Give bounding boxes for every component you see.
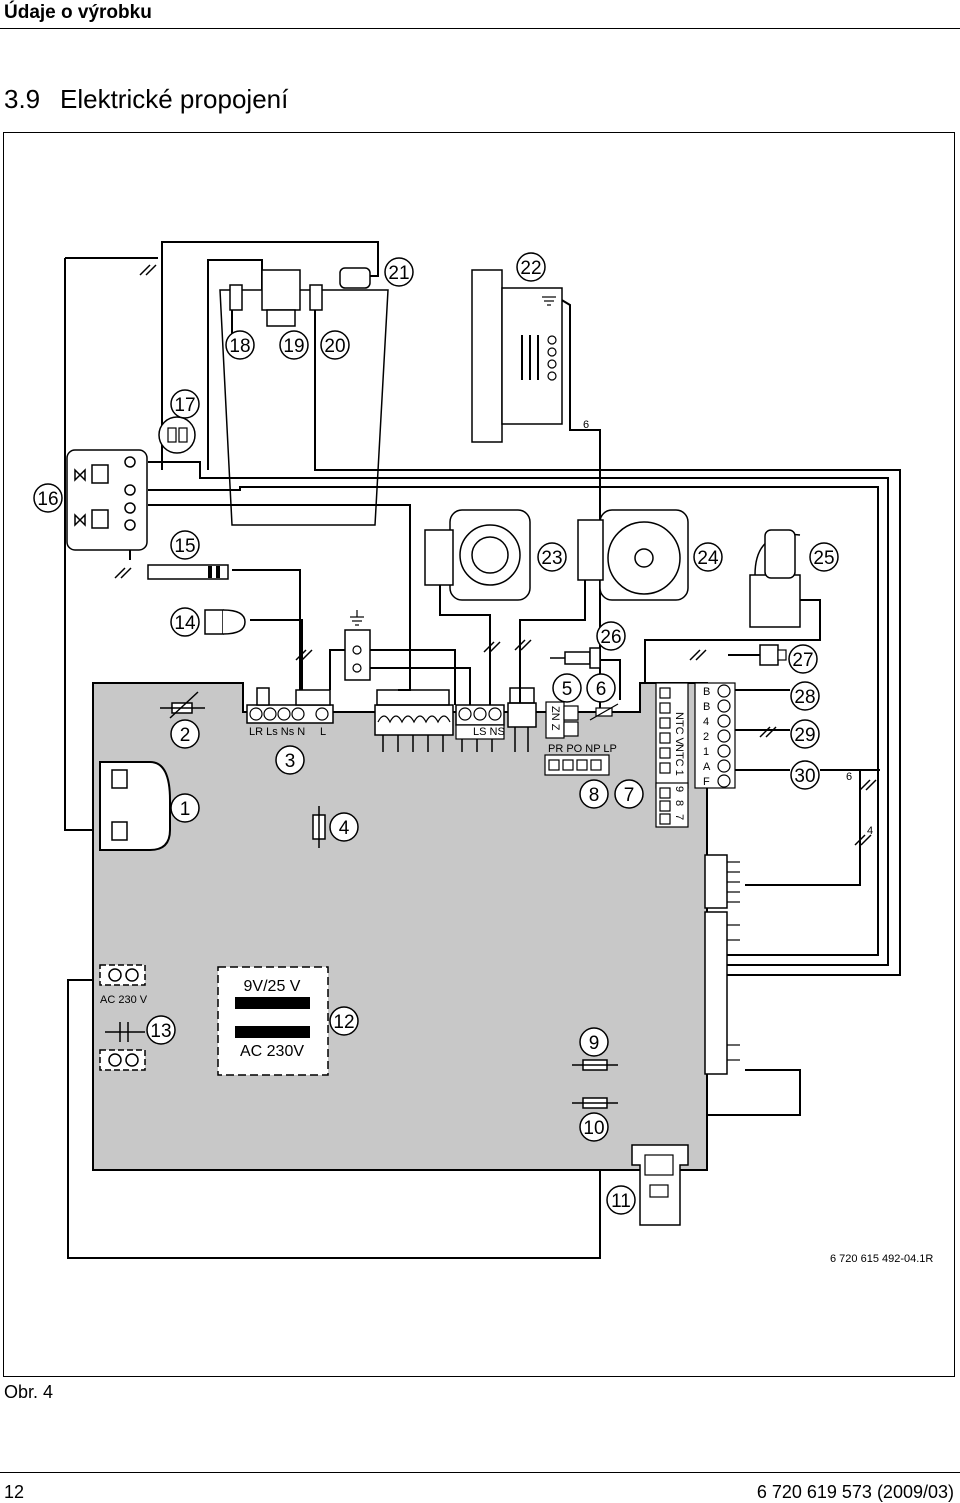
gas-valve-16: [66, 449, 148, 551]
wire-label-4-right: 4: [867, 825, 873, 837]
component-19-body: [219, 289, 389, 526]
callout-29: 29: [794, 725, 815, 746]
callout-25: 25: [813, 548, 834, 569]
transformer-secondary-label: 9V/25 V: [244, 978, 301, 995]
callout-11: 11: [611, 1191, 631, 1212]
terminal-label-zn: ZN Z: [549, 706, 561, 731]
callout-21: 21: [388, 263, 409, 284]
callout-27: 27: [792, 650, 813, 671]
row-label-a: A: [703, 761, 711, 773]
terminal: [111, 769, 128, 789]
row-label-b2: B: [703, 701, 710, 713]
callout-5: 5: [562, 679, 573, 700]
terminal-label-L: L: [320, 726, 326, 738]
callout-2: 2: [180, 725, 191, 746]
document-number: 6 720 619 573 (2009/03): [756, 1482, 954, 1502]
callout-14: 14: [174, 613, 196, 634]
section-header: Údaje o výrobku: [4, 2, 152, 23]
callout-1: 1: [180, 799, 191, 820]
pin-label-7: 7: [673, 814, 685, 820]
fan-22: [471, 269, 503, 443]
section-number: 3.9: [4, 84, 41, 114]
callout-18: 18: [229, 336, 250, 357]
control-board: [92, 682, 708, 1171]
connector-right-top: [704, 854, 728, 909]
transformer-12: [217, 966, 329, 1076]
pin-label-9: 9: [673, 786, 685, 792]
pin-label-8: 8: [673, 800, 685, 806]
transformer-primary-label: AC 230V: [240, 1043, 304, 1060]
callout-16: 16: [37, 489, 58, 510]
wire-label-6-right: 6: [846, 771, 852, 783]
callout-9: 9: [589, 1033, 600, 1054]
connector-small: [507, 702, 537, 728]
wire-label-6-top: 6: [583, 419, 589, 431]
mains-label: AC 230 V: [100, 994, 148, 1006]
component-21: [339, 267, 371, 289]
callout-26: 26: [600, 627, 621, 648]
terminal: [111, 821, 128, 841]
callout-23: 23: [541, 548, 562, 569]
plug-27: [759, 644, 779, 666]
callout-circles: [33, 252, 839, 1215]
callout-24: 24: [697, 548, 719, 569]
terminal-label-ntc-1: NTC 1: [673, 744, 685, 776]
connector-block: [374, 704, 454, 736]
row-label-b1: B: [703, 686, 710, 698]
callout-28: 28: [794, 687, 815, 708]
terminal-label-ls-ns: LS NS: [473, 726, 505, 738]
figure-frame: [3, 132, 955, 1377]
row-label-1: 1: [703, 746, 709, 758]
row-label-2: 2: [703, 731, 709, 743]
callout-19: 19: [283, 336, 304, 357]
callout-13: 13: [150, 1021, 171, 1042]
wire-break-marks: [114, 264, 877, 846]
component-25: [749, 574, 801, 628]
section-title-text: Elektrické propojení: [60, 84, 289, 114]
callout-10: 10: [583, 1118, 604, 1139]
callout-7: 7: [624, 785, 635, 806]
terminal-label-pr: PR PO NP LP: [548, 743, 617, 755]
callout-8: 8: [589, 785, 600, 806]
header-rule: [0, 28, 960, 29]
row-label-f: F: [703, 776, 710, 788]
footer-rule: [0, 1472, 960, 1473]
callout-22: 22: [520, 258, 541, 279]
callout-4: 4: [339, 818, 350, 839]
callout-17: 17: [174, 395, 195, 416]
terminal-label-ntc-v: NTC V: [673, 712, 685, 746]
plug-14: [204, 609, 224, 635]
figure-caption: Obr. 4: [4, 1382, 54, 1402]
row-label-4: 4: [703, 716, 709, 728]
callout-15: 15: [174, 536, 195, 557]
component-17: [158, 416, 196, 454]
callout-30: 30: [794, 766, 815, 787]
callout-3: 3: [285, 751, 296, 772]
section-title: 3.9 Elektrické propojení: [4, 84, 288, 115]
callout-12: 12: [333, 1012, 354, 1033]
sensor-26: [564, 651, 591, 665]
page-number: 12: [4, 1482, 25, 1502]
callout-6: 6: [596, 679, 607, 700]
connector-right-long: [704, 911, 728, 1075]
callout-20: 20: [324, 336, 345, 357]
drawing-code: 6 720 615 492-04.1R: [830, 1253, 933, 1265]
component-1-housing: [99, 761, 171, 851]
terminal-label-block3: LR Ls Ns N: [249, 726, 305, 738]
